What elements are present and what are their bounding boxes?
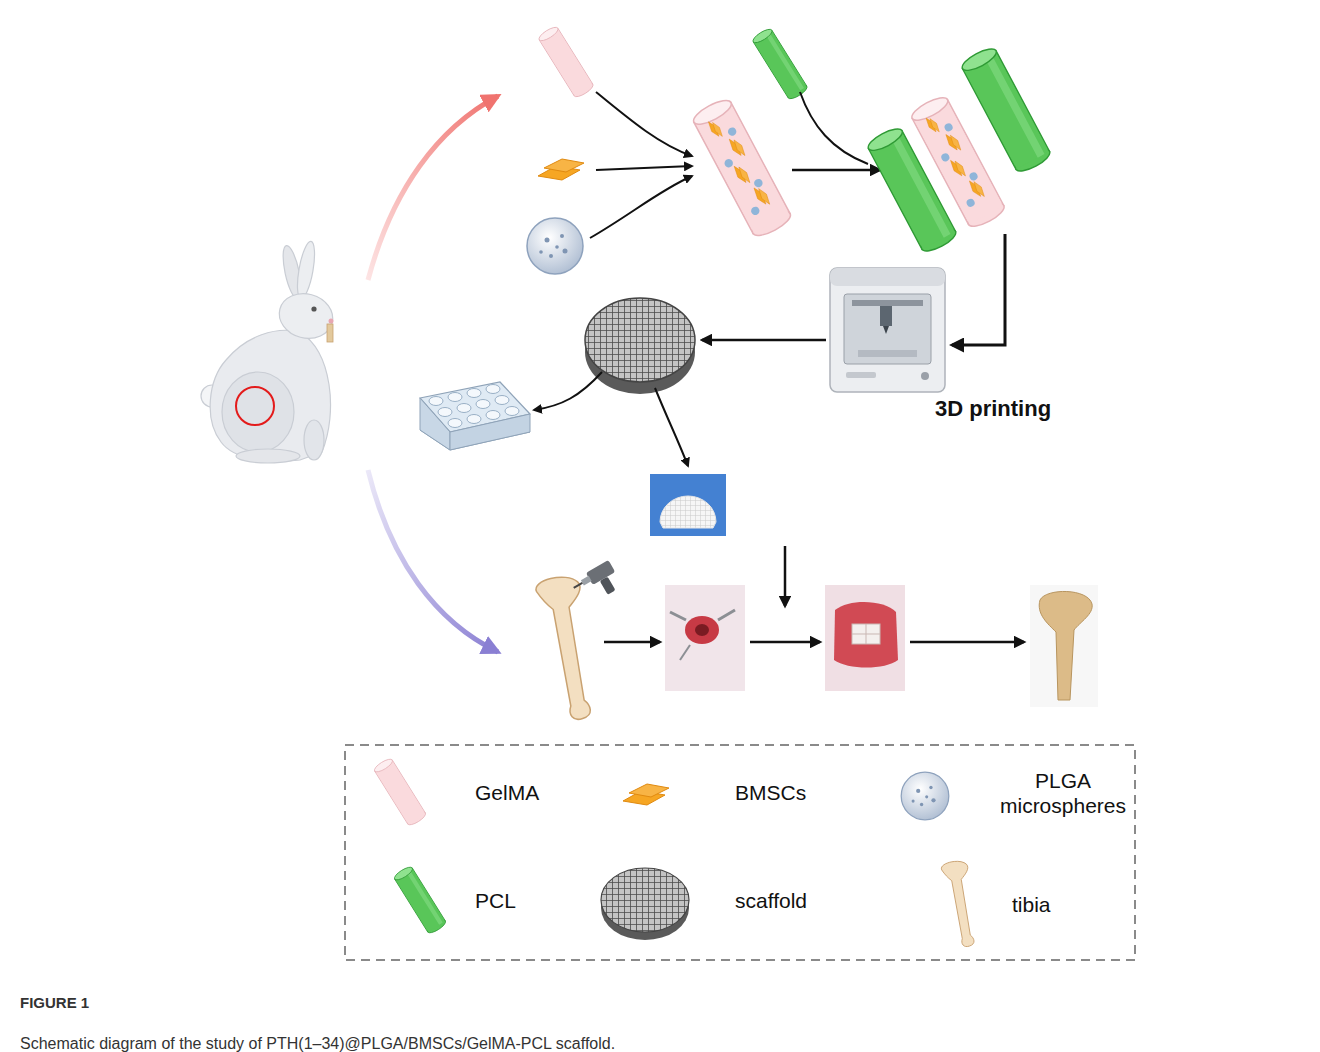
legend-bmsc-icon (623, 784, 669, 805)
legend-label: PLGA microspheres (1000, 769, 1126, 817)
bioprinter (830, 268, 945, 392)
printing-material (865, 45, 1052, 255)
surgery-arrow (368, 470, 498, 652)
gelma-tube (537, 25, 595, 99)
legend-entry: GelMA (475, 780, 675, 805)
legend-label: tibia (1012, 893, 1051, 916)
legend-plga-icon (901, 772, 949, 820)
legend-entry: BMSCs (735, 780, 935, 805)
legend-entry: PCL (475, 888, 675, 913)
pcl-tube (751, 27, 809, 101)
legend-gelma-icon (373, 757, 428, 827)
legend-scaffold-icon (601, 868, 689, 940)
legend-label: GelMA (475, 781, 539, 804)
legend-label: PCL (475, 889, 516, 912)
implant-arrow (784, 546, 787, 606)
legend-tibia-icon (941, 860, 979, 949)
tibia-photo (1030, 585, 1098, 707)
legend-pcl-icon (393, 865, 448, 935)
well-plate (420, 382, 530, 450)
legend-entry: scaffold (735, 888, 935, 913)
legend-frame (345, 745, 1135, 960)
legend-entry: PLGA microspheres (996, 768, 1130, 818)
pcl-arrow (800, 92, 868, 164)
harvest-arrow (368, 96, 498, 280)
scaffold-disc (585, 298, 695, 394)
figure-number: FIGURE 1 (20, 994, 1320, 1011)
bioink-tube (690, 96, 793, 240)
to-plate-arrow (534, 372, 602, 410)
process-label: 3D printing (935, 396, 1320, 422)
drill-arrow (604, 641, 660, 644)
mixing-arrows (590, 92, 692, 238)
legend-label: BMSCs (735, 781, 806, 804)
legend-entry: tibia (1012, 892, 1122, 917)
rabbit-illustration (201, 240, 338, 463)
figure-caption: Schematic diagram of the study of PTH(1–… (20, 1035, 1300, 1052)
print-arrow (702, 339, 826, 342)
combine-arrow (792, 169, 880, 172)
implant-photo (825, 585, 905, 691)
scaffold-photo (650, 474, 726, 536)
to-photo-arrow (655, 388, 688, 466)
harvest-bone-arrow (910, 641, 1024, 644)
plga-sphere (527, 218, 583, 274)
fill-arrow (750, 641, 820, 644)
defect-photo (665, 585, 745, 691)
to-printer-arrow (952, 234, 1005, 345)
bmsc-cells (538, 159, 584, 180)
legend-label: scaffold (735, 889, 807, 912)
